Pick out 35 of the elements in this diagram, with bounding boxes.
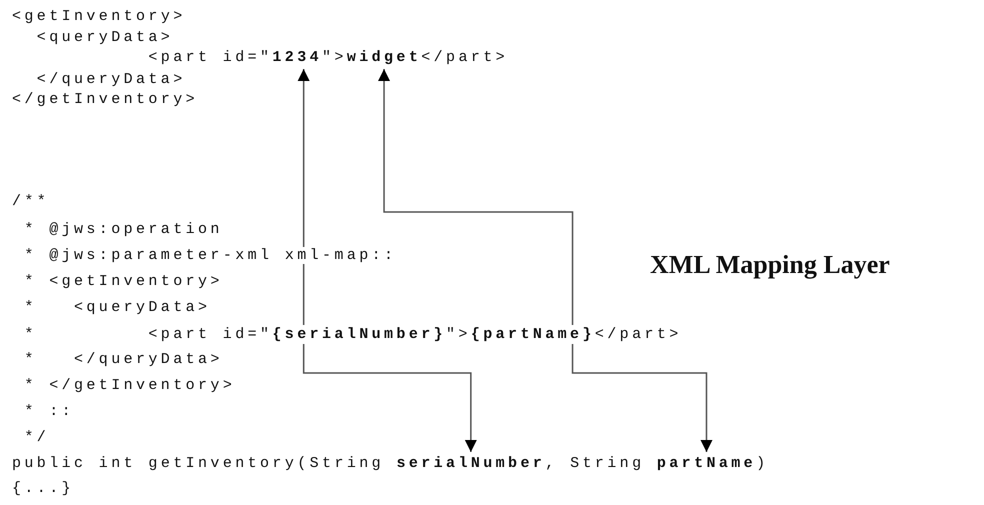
code-text: ">	[322, 49, 347, 66]
code-token: serialNumber	[396, 455, 546, 472]
code-text: * @jws:operation	[24, 221, 223, 238]
code-text: ,	[545, 455, 558, 472]
code-token: partName	[656, 455, 756, 472]
code-token: widget	[346, 49, 422, 66]
code-text: */	[24, 429, 50, 446]
code-text: </part>	[421, 49, 508, 66]
code-text: <part id="	[148, 49, 272, 66]
code-text: </getInventory>	[12, 91, 198, 108]
code-text: * </queryData>	[24, 351, 223, 368]
code-text: * ::	[24, 403, 74, 420]
code-text: *	[24, 326, 37, 343]
code-text: )	[756, 455, 768, 472]
arrow	[572, 344, 712, 452]
code-text: </queryData>	[36, 71, 186, 88]
code-text: </part>	[594, 326, 682, 343]
diagram-title: XML Mapping Layer	[650, 250, 890, 280]
code-text: /**	[12, 193, 50, 210]
code-token: 1234	[272, 49, 322, 66]
code-token: {partName}	[470, 326, 595, 343]
code-text: * <getInventory>	[24, 273, 223, 290]
code-text: * <queryData>	[24, 299, 210, 316]
code-token: {serialNumber}	[272, 326, 446, 343]
code-text: ">	[446, 326, 471, 343]
arrow	[378, 69, 574, 325]
arrow	[302, 344, 477, 452]
code-text: <getInventory>	[12, 8, 186, 25]
code-text: String	[570, 455, 644, 472]
code-text: public int getInventory(String	[12, 455, 384, 472]
code-text: * </getInventory>	[24, 377, 236, 394]
code-text: <queryData>	[36, 29, 174, 46]
code-text: <part id="	[148, 326, 272, 343]
code-text: {...}	[12, 480, 74, 497]
arrow	[298, 69, 310, 325]
